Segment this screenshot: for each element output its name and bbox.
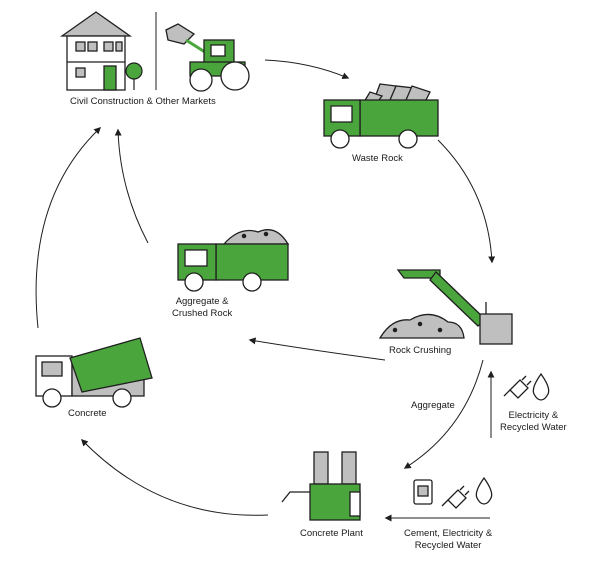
plug-icon xyxy=(503,375,532,399)
front-loader-icon xyxy=(165,23,250,92)
label-aggregate-edge: Aggregate xyxy=(411,400,455,411)
cement-bag-icon xyxy=(413,479,433,505)
cement-mixer-truck-icon xyxy=(35,337,153,408)
label-concrete: Concrete xyxy=(68,408,107,419)
arrow-crushing-to-aggregate xyxy=(248,337,386,361)
water-drop-icon-2 xyxy=(475,476,493,505)
label-cement-electricity-water: Cement, Electricity & Recycled Water xyxy=(404,528,492,552)
label-electricity-line1: Electricity & xyxy=(508,410,559,421)
arrow-waste-to-crushing xyxy=(437,139,496,264)
cycle-arrows xyxy=(35,59,496,522)
arrow-concrete-plant-to-concrete xyxy=(81,438,269,516)
arrow-concrete-to-civil xyxy=(35,127,102,329)
tree-icon xyxy=(125,62,143,90)
dump-truck-icon xyxy=(323,83,439,149)
label-rock-crushing: Rock Crushing xyxy=(389,345,452,356)
concrete-plant-icon xyxy=(281,451,361,521)
water-drop-icon xyxy=(532,372,550,401)
arrow-aggregate-to-civil xyxy=(114,128,149,244)
aggregate-truck-icon xyxy=(177,229,290,292)
label-electricity-line2: Recycled Water xyxy=(500,422,567,433)
label-electricity-recycled-water: Electricity & Recycled Water xyxy=(500,410,567,434)
label-concrete-plant: Concrete Plant xyxy=(300,528,363,539)
label-waste-rock: Waste Rock xyxy=(352,153,403,164)
conveyor-crusher-icon xyxy=(378,269,513,345)
label-civil-construction: Civil Construction & Other Markets xyxy=(70,96,216,107)
label-aggregate-line1: Aggregate & xyxy=(175,296,229,307)
plug-icon-2 xyxy=(441,485,470,509)
label-aggregate-line2: Crushed Rock xyxy=(172,308,233,319)
label-cement-line1: Cement, Electricity & xyxy=(404,528,493,539)
arrow-civil-to-waste xyxy=(264,59,350,80)
house-icon xyxy=(59,11,133,91)
label-aggregate-crushed-rock: Aggregate & Crushed Rock xyxy=(172,296,232,320)
arrow-crushing-to-concrete-plant xyxy=(403,359,484,469)
label-cement-line2: Recycled Water xyxy=(414,540,482,551)
